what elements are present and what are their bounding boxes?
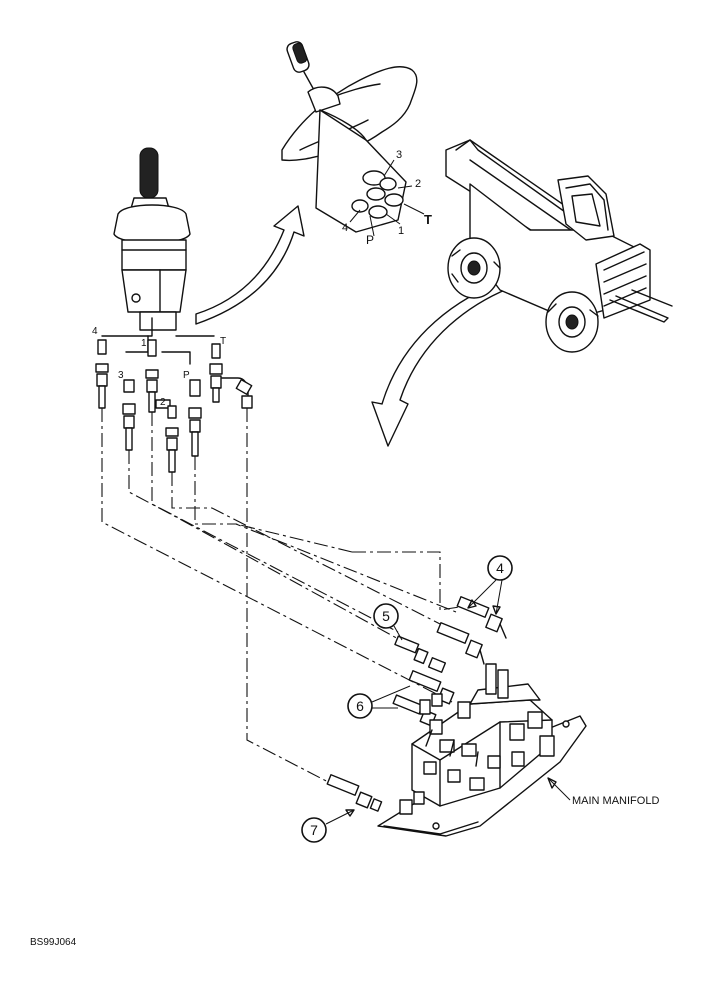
callout-7: 7 [301, 809, 355, 843]
callout-7-number: 7 [310, 822, 318, 838]
main-manifold-label: MAIN MANIFOLD [572, 795, 659, 807]
hose-item-7 [326, 774, 383, 812]
top-port-4-label: 4 [342, 222, 348, 234]
valve-body-top-view [315, 109, 425, 237]
top-port-P-label: P [366, 233, 374, 247]
hose-item-5 [394, 635, 447, 673]
hose-item-4-lower [436, 622, 485, 665]
callout-6: 6 [347, 685, 411, 719]
fitting-port-T [209, 343, 253, 409]
hose-line-port-P [194, 456, 457, 613]
main-manifold-leader [547, 777, 571, 801]
fitting-port-1 [145, 339, 171, 413]
hose-line-port-1 [151, 412, 399, 633]
top-port-3-label: 3 [396, 149, 402, 161]
figure-code: BS99J064 [30, 937, 77, 948]
fitting-port-3 [122, 379, 136, 451]
curved-arrow-up [195, 205, 305, 325]
fitting-port-P [188, 379, 202, 457]
fitting-1-label: 1 [141, 338, 147, 349]
callout-5: 5 [373, 603, 403, 641]
fitting-port-2 [165, 405, 179, 473]
fitting-P-label: P [183, 370, 190, 381]
pilot-control-valve [101, 147, 215, 365]
fitting-2-label: 2 [160, 397, 166, 408]
joystick-top-view [286, 41, 341, 113]
top-port-1-label: 1 [398, 225, 404, 237]
valve-fittings [95, 339, 253, 473]
callout-5-number: 5 [382, 608, 390, 624]
curved-arrow-down [371, 273, 527, 447]
telehandler-machine [445, 139, 673, 353]
callout-6-number: 6 [356, 698, 364, 714]
fitting-T-label: T [220, 336, 226, 347]
fitting-4-label: 4 [92, 326, 98, 337]
hose-line-port-T [246, 408, 333, 785]
hose-line-port-4 [101, 408, 453, 703]
fitting-labels: 4 1 T 3 P 2 [92, 326, 226, 408]
callout-4: 4 [467, 555, 513, 615]
top-port-T-label: T [424, 212, 432, 227]
main-manifold [377, 663, 587, 837]
fitting-port-4 [95, 339, 109, 409]
hose-routing-lines [101, 408, 467, 785]
manifold-hoses [326, 596, 507, 812]
fitting-3-label: 3 [118, 370, 124, 381]
top-port-labels: 3 2 T 4 P 1 [342, 149, 432, 247]
callout-4-number: 4 [496, 560, 504, 576]
hose-line-port-2 [171, 472, 449, 629]
top-port-2-label: 2 [415, 178, 421, 190]
